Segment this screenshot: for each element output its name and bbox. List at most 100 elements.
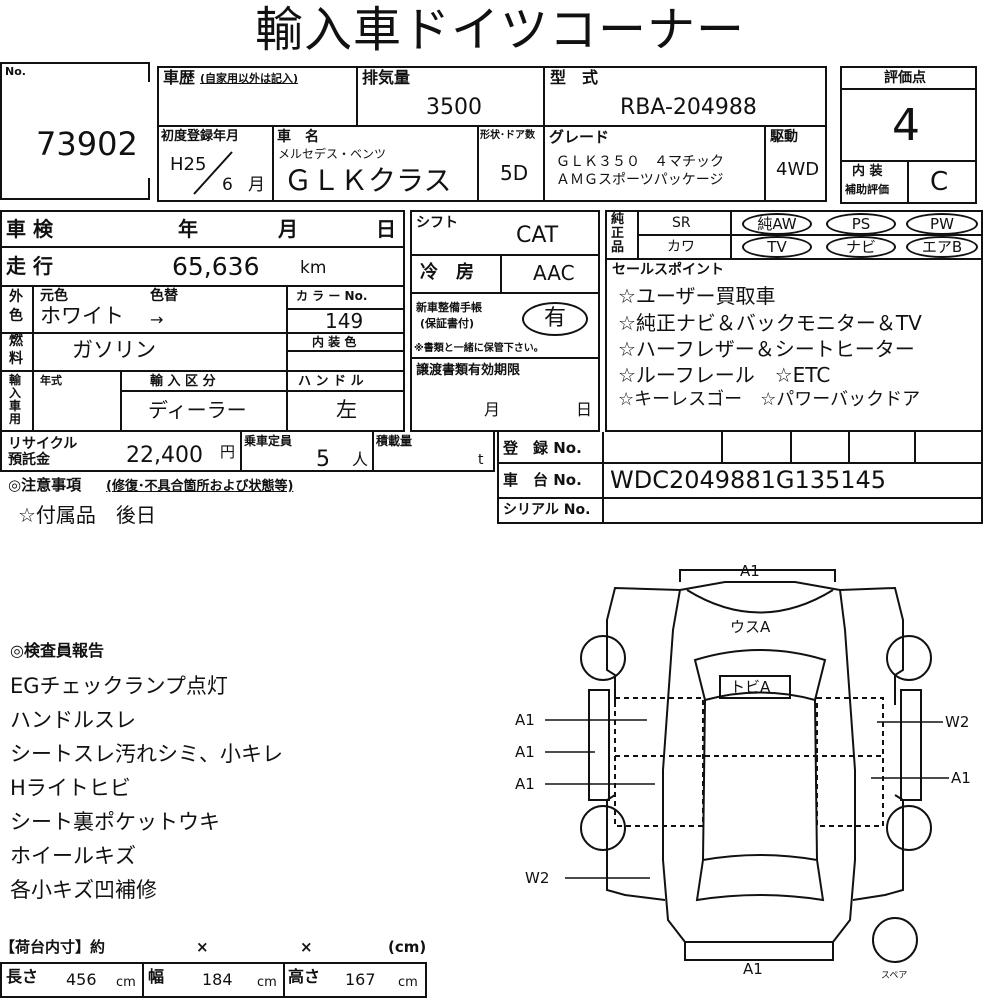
- left-front-wheel: [580, 635, 626, 681]
- ac-value: AAC: [533, 261, 575, 285]
- mark-spare: スペア: [881, 971, 907, 981]
- report-item: ハンドルスレ: [10, 708, 136, 732]
- report-label: ◎検査員報告: [10, 641, 104, 660]
- interior-value: C: [930, 167, 949, 197]
- manual-label-2: (保証書付): [420, 317, 475, 330]
- manual-label-1: 新車整備手帳: [416, 301, 482, 314]
- import-class-label: 輸 入 区 分: [150, 374, 216, 389]
- color-label-1: 外: [9, 289, 23, 305]
- first-reg-month-unit: 月: [248, 175, 265, 195]
- cargo-label: 【荷台内寸】約: [0, 938, 106, 956]
- import-class-value: ディーラー: [148, 398, 247, 422]
- cargo-length: 456: [66, 970, 97, 989]
- cargo-x1: ×: [196, 938, 209, 956]
- serial-label: シリアル No.: [503, 502, 591, 518]
- selling-point: ☆ハーフレザー＆シートヒーター: [618, 337, 915, 361]
- color-repaint-label: 色替: [150, 288, 178, 304]
- spare-wheel: [872, 917, 918, 963]
- handle-value: 左: [336, 398, 357, 422]
- equip-leather: カワ: [667, 239, 695, 255]
- transfer-label: 譲渡書類有効期限: [416, 363, 521, 378]
- registration-grid: [497, 432, 983, 524]
- cargo-height-label: 高さ: [288, 967, 321, 986]
- fuel-label-1: 燃: [9, 333, 23, 349]
- doors-label: 形状･ドア数: [480, 130, 535, 141]
- recycle-value: 22,400: [126, 443, 203, 468]
- cargo-length-cm: cm: [116, 975, 136, 990]
- equipment-label: 純正品: [611, 212, 625, 255]
- manual-value: 有: [522, 302, 588, 336]
- color-label-2: 色: [9, 308, 23, 324]
- mark-front: A1: [740, 562, 760, 580]
- rating-label: 評価点: [884, 70, 926, 86]
- first-reg-era: H25: [170, 154, 207, 175]
- right-front-fender: [839, 586, 904, 705]
- registration-label: 登 録 No.: [503, 439, 582, 457]
- report-item: ホイールキズ: [10, 844, 136, 868]
- vehicle-info-grid: [157, 66, 827, 202]
- manual-note: ※書類と一緒に保管下さい。: [414, 343, 544, 354]
- cargo-width-label: 幅: [148, 967, 165, 986]
- selling-point: ☆ルーフレール ☆ETC: [618, 363, 831, 387]
- details-grid: [0, 210, 405, 432]
- inspection-label: 車 検: [6, 217, 53, 241]
- report-item: シート裏ポケットウキ: [10, 810, 220, 834]
- report-item: Hライトヒビ: [10, 776, 131, 800]
- transfer-day: 日: [576, 400, 593, 419]
- right-side-panel: [900, 689, 922, 801]
- capacity-label: 乗車定員: [244, 434, 293, 448]
- car-diagram: A1 ウスA トビA A1 A1 A1 W2 W2 A1 A1 スペア: [515, 562, 971, 981]
- first-reg-month: 6: [222, 175, 233, 195]
- capacity-unit: 人: [352, 450, 369, 469]
- shift-grid: [410, 210, 600, 432]
- first-reg-label: 初度登録年月: [161, 129, 240, 144]
- grade-label: グレード: [549, 128, 610, 146]
- hood-line: [686, 589, 834, 614]
- equip-tv: TV: [742, 236, 812, 258]
- report-item: EGチェックランプ点灯: [10, 674, 228, 698]
- left-side-panel: [588, 689, 610, 801]
- selling-point: ☆ユーザー買取車: [618, 284, 776, 308]
- mark-windshield: ウスA: [730, 618, 771, 636]
- recycle-row: [0, 432, 495, 472]
- car-name: ＧＬＫクラス: [284, 164, 452, 197]
- grade-line2: ＡＭＧスポーツパッケージ: [556, 172, 724, 188]
- rating-value: 4: [892, 100, 920, 151]
- cargo-width: 184: [202, 970, 233, 989]
- notes-line: ☆付属品 後日: [18, 503, 156, 527]
- page-title: 輸入車ドイツコーナー: [255, 2, 746, 58]
- rear-window: [695, 854, 825, 902]
- lot-label: No.: [5, 65, 26, 78]
- first-reg-slash: [193, 151, 233, 195]
- interior-label-1: 内 装: [852, 164, 883, 179]
- history-label: 車歴: [163, 68, 196, 87]
- cargo-height-cm: cm: [398, 975, 418, 990]
- recycle-label-1: リサイクル: [8, 436, 78, 452]
- selling-points-label: セールスポイント: [612, 262, 724, 278]
- displacement-value: 3500: [426, 95, 482, 120]
- shift-label: シフト: [416, 215, 458, 231]
- equip-aw: 純AW: [742, 213, 812, 235]
- capacity-value: 5: [316, 447, 330, 472]
- front-bumper: [679, 569, 836, 582]
- mark-left-2: A1: [515, 743, 535, 761]
- selling-point: ☆キーレスゴー ☆パワーバックドア: [618, 389, 921, 410]
- doors-value: 5D: [500, 161, 529, 185]
- displacement-label: 排気量: [362, 68, 411, 87]
- car-body-outline: [662, 581, 856, 943]
- interior-label-2: 補助評価: [845, 183, 889, 196]
- grade-line1: ＧＬＫ３５０ ４マチック: [556, 154, 724, 170]
- inspection-month: 月: [278, 217, 298, 241]
- chassis-label: 車 台 No.: [503, 471, 582, 489]
- left-doors: [614, 697, 704, 827]
- color-value: ホワイト: [40, 304, 124, 328]
- cargo-height: 167: [345, 970, 376, 989]
- mileage-unit: km: [300, 258, 327, 278]
- shift-value: CAT: [516, 223, 559, 248]
- transfer-month: 月: [484, 400, 501, 419]
- color-code: 149: [325, 309, 364, 333]
- ac-label: 冷 房: [420, 262, 474, 283]
- equip-airbag: エアB: [906, 236, 978, 258]
- cargo-grid: [0, 962, 427, 998]
- mark-right-2: A1: [951, 769, 971, 787]
